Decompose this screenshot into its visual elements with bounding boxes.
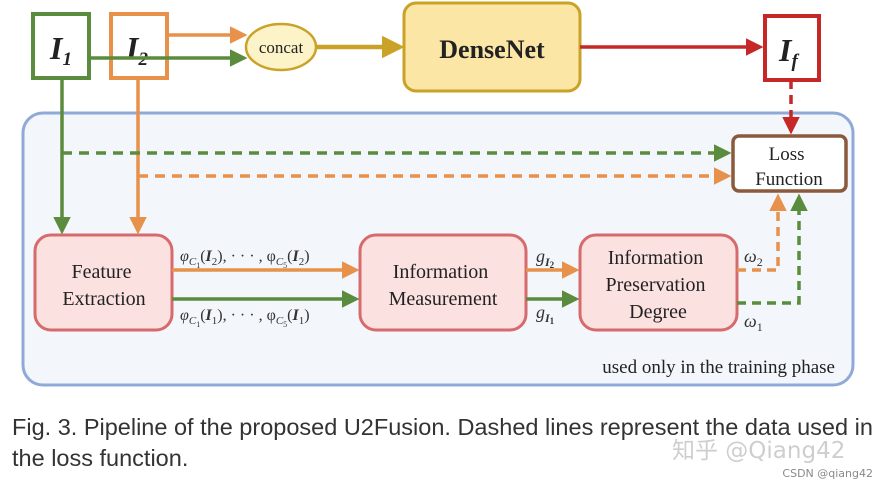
concat-label: concat <box>259 38 304 57</box>
input-i1-box <box>31 12 91 80</box>
densenet-label: DenseNet <box>439 35 545 64</box>
training-phase-note: used only in the training phase <box>602 357 835 378</box>
label-phi-i2: φC1(I2), · · · , φC5(I2) <box>180 248 310 270</box>
information-measurement-label: Information Measurement <box>389 261 498 310</box>
output-if-label: If <box>778 32 799 72</box>
edge-pres-loss-w1 <box>737 193 808 305</box>
label-g-i2: gI2 <box>536 246 555 270</box>
label-g-i1: gI1 <box>536 302 555 326</box>
label-phi-i1: φC1(I1), · · · , φC5(I1) <box>180 307 310 329</box>
zhihu-watermark: 知乎 @Qiang42 <box>672 438 846 464</box>
label-omega-2: ω2 <box>744 246 763 269</box>
loss-function-box <box>731 134 848 193</box>
feature-extraction-label: Feature Extraction <box>62 261 145 310</box>
loss-function-label: Loss Function <box>755 144 823 190</box>
input-i1-label: I1 <box>49 30 72 70</box>
figure-caption: Fig. 3. Pipeline of the proposed U2Fusio… <box>12 414 873 471</box>
label-omega-1: ω1 <box>744 311 763 334</box>
feature-extraction-box <box>33 233 174 332</box>
information-preservation-box <box>578 233 739 332</box>
information-preservation-label: Information Preservation Degree <box>606 247 711 323</box>
csdn-watermark: CSDN @qiang42 <box>782 467 873 480</box>
information-measurement-box <box>358 233 528 332</box>
